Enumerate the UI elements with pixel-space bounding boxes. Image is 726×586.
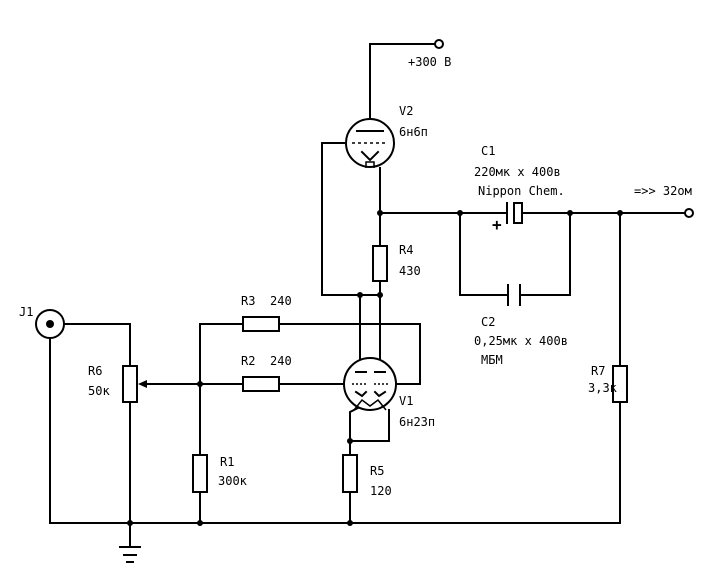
output-terminal [684,208,694,218]
c1-value: 220мк х 400в [474,165,561,179]
junction-dot [347,520,353,526]
j1-ref: J1 [19,305,33,319]
r5-value: 120 [370,484,392,498]
junction-dot [197,381,203,387]
potentiometer-r6 [122,365,147,403]
capacitor-c1 [506,202,523,224]
input-jack-j1 [35,309,65,339]
junction-dot [347,438,353,444]
ground-icon [119,546,141,563]
resistor-r7 [612,365,628,403]
v1-ref: V1 [399,394,413,408]
r6-value: 50к [88,384,110,398]
junctions [127,210,623,526]
resistor-r2 [242,376,280,392]
c1-maker: Nippon Chem. [478,184,565,198]
r2-value: 240 [270,354,292,368]
v1-type: 6н23п [399,415,435,429]
r1-ref: R1 [220,455,234,469]
junction-dot [567,210,573,216]
r7-ref: R7 [591,364,605,378]
r6-ref: R6 [88,364,102,378]
c1-ref: C1 [481,144,495,158]
junction-dot [377,210,383,216]
r2-ref: R2 [241,354,255,368]
resistor-r3 [242,316,280,332]
r5-ref: R5 [370,464,384,478]
junction-dot [457,210,463,216]
resistor-r1 [192,454,208,493]
junction-dot [617,210,623,216]
supply-terminal [434,39,444,49]
resistor-r5 [342,454,358,493]
junction-dot [197,520,203,526]
r4-ref: R4 [399,243,413,257]
r1-value: 300к [218,474,248,488]
junction-dot [357,292,363,298]
resistor-r4 [372,245,388,282]
r3-ref: R3 [241,294,255,308]
c2-value: 0,25мк х 400в [474,334,568,348]
c2-ref: C2 [481,315,495,329]
supply-label: +300 В [408,55,451,69]
r7-value: 3,3к [588,381,618,395]
junction-dot [127,520,133,526]
v2-type: 6н6п [399,125,428,139]
tube-v1 [343,357,397,411]
wires [49,43,687,546]
junction-dot [377,292,383,298]
v2-ref: V2 [399,104,413,118]
c2-type: МБМ [481,353,503,367]
r4-value: 430 [399,264,421,278]
tube-v2 [345,118,395,168]
labels: +300 В =>> 32ом V2 6н6п V1 6н23п C1 220м… [19,55,692,498]
capacitor-c2 [507,284,521,306]
output-label: =>> 32ом [634,184,692,198]
r3-value: 240 [270,294,292,308]
c1-polarity: + [492,215,502,234]
